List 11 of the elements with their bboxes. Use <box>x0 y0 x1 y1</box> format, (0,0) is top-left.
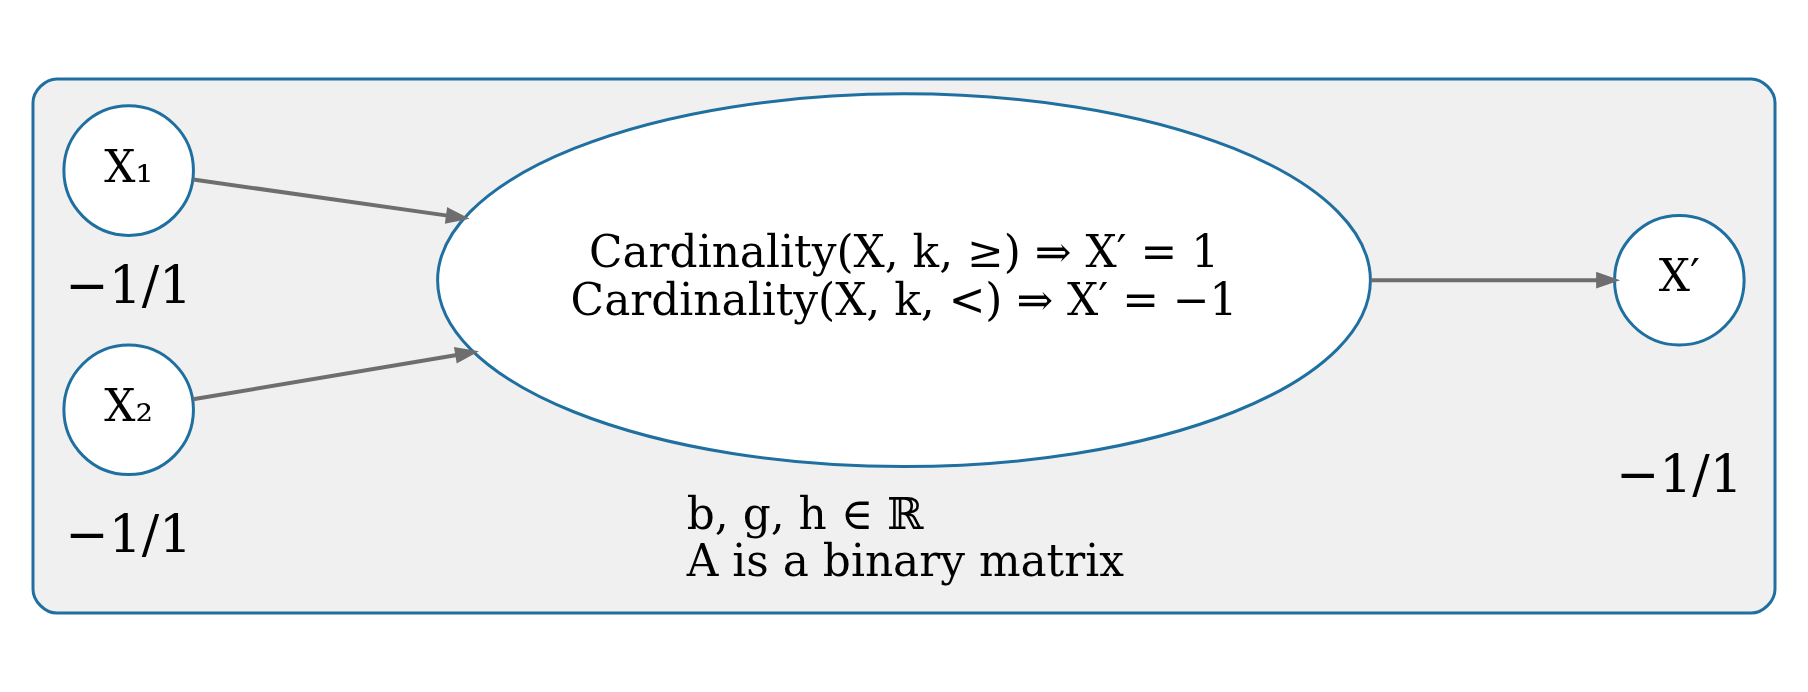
arrow <box>192 346 479 402</box>
node-label: −1/1 <box>65 503 193 564</box>
node-circle: X′ <box>1613 213 1746 347</box>
node-circle: X₂ <box>62 343 195 477</box>
node-circle: X₁ <box>62 104 195 237</box>
cluster <box>31 77 1777 615</box>
arrow <box>1370 271 1621 289</box>
node-label: −1/1 <box>65 254 193 315</box>
node-label: −1/1 <box>1615 444 1743 505</box>
arrow <box>192 177 470 224</box>
node-ellipse: Cardinality(X, k, ≥) ⇒ X′ = 1 Cardinality(X, k, <) ⇒ X′ = −1 <box>436 92 1372 469</box>
